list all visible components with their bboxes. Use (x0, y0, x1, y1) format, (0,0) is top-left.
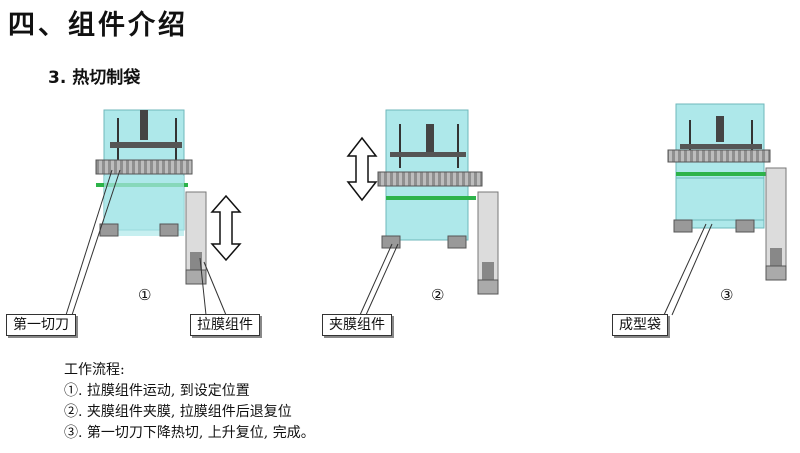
vertical-double-arrow-1 (210, 194, 242, 262)
section-subtitle: 3. 热切制袋 (48, 68, 141, 88)
callout-formed-bag: 成型袋 (612, 314, 668, 336)
machine-step-2 (377, 109, 499, 295)
workflow-heading: 工作流程: (64, 362, 125, 378)
workflow-line-3: ③. 第一切刀下降热切, 上升复位, 完成。 (64, 425, 315, 441)
step-number-2: ② (431, 286, 445, 304)
callout-pull-film-assembly: 拉膜组件 (190, 314, 260, 336)
upper-plate (110, 142, 182, 148)
green-bar (676, 172, 770, 176)
callout-clamp-film-assembly: 夹膜组件 (322, 314, 392, 336)
green-bar (386, 196, 476, 200)
workflow-block: 工作流程: ①. 拉膜组件运动, 到设定位置 ②. 夹膜组件夹膜, 拉膜组件后退… (64, 360, 315, 444)
first-cutter-bar (667, 149, 771, 163)
machine-step-1 (95, 109, 207, 285)
first-cutter-bar (377, 171, 483, 187)
vertical-double-arrow-2 (346, 136, 378, 202)
top-bracket (140, 110, 148, 140)
step-number-3: ③ (720, 286, 734, 304)
workflow-line-1: ①. 拉膜组件运动, 到设定位置 (64, 383, 250, 399)
first-cutter-bar (95, 159, 193, 175)
step-number-1: ① (138, 286, 152, 304)
leader-lines (65, 169, 713, 316)
workflow-line-2: ②. 夹膜组件夹膜, 拉膜组件后退复位 (64, 404, 292, 420)
callout-first-cutter: 第一切刀 (6, 314, 76, 336)
machine-step-3 (667, 103, 787, 281)
page-title: 四、组件介绍 (8, 10, 188, 41)
formed-bag (675, 177, 765, 221)
